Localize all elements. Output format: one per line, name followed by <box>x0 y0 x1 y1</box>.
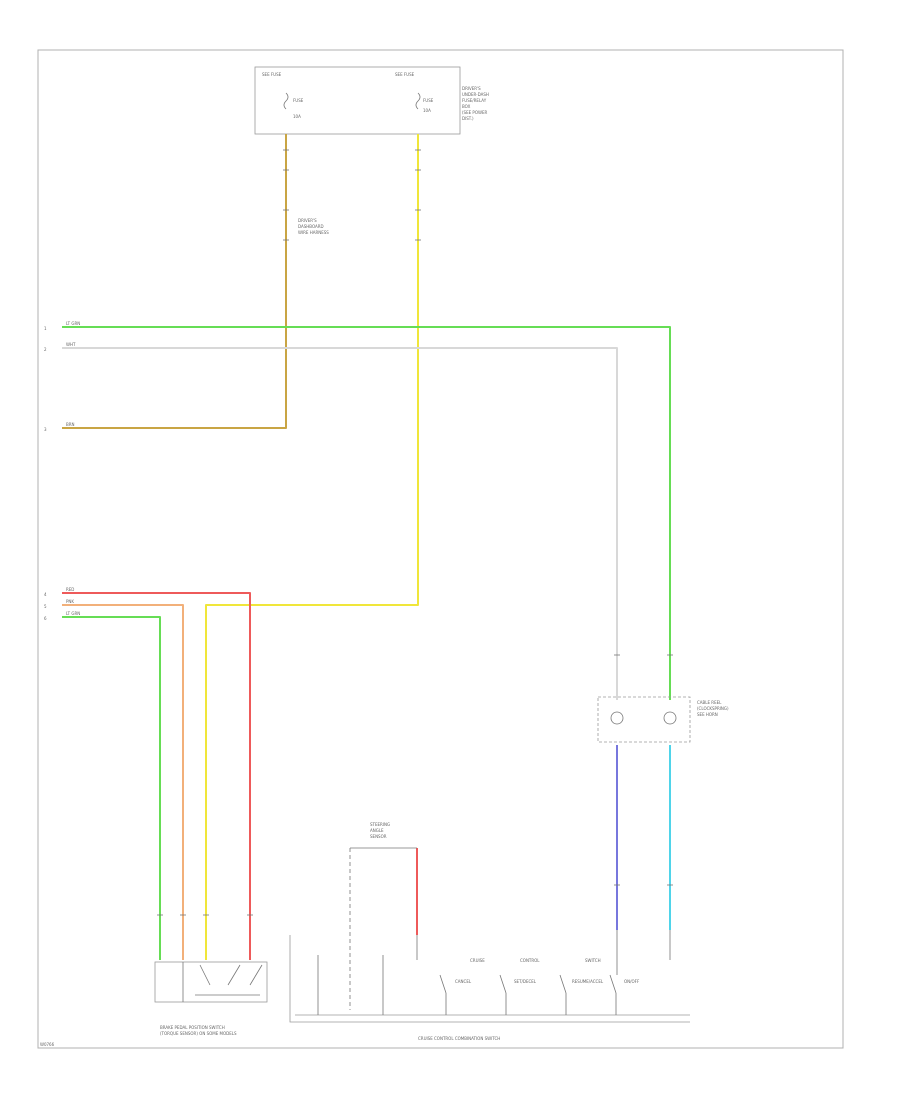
label-pnk: PNK <box>66 599 74 604</box>
yellow-wire <box>205 134 419 960</box>
svg-text:SET/DECEL: SET/DECEL <box>514 979 537 984</box>
label-brn: BRN <box>66 422 75 427</box>
steering-sensor-label: STEERING ANGLE SENSOR <box>370 822 390 839</box>
brake-switch-label: BRAKE PEDAL POSITION SWITCH (TORQUE SENS… <box>160 1025 237 1036</box>
left-fuse-symbol <box>283 92 289 110</box>
svg-text:4: 4 <box>44 592 47 597</box>
svg-text:STEERING: STEERING <box>370 822 390 827</box>
cable-reel-label: CABLE REEL (CLOCKSPRING) SEE HORN <box>697 700 729 717</box>
svg-text:BRAKE PEDAL POSITION SWITCH: BRAKE PEDAL POSITION SWITCH <box>160 1025 225 1030</box>
combination-switch-bracket <box>289 935 690 1023</box>
top-right-tag: SEE FUSE <box>395 72 415 77</box>
wire-connector-ticks <box>157 149 673 916</box>
svg-text:2: 2 <box>44 347 47 352</box>
svg-text:(TORQUE SENSOR) ON SOME MODELS: (TORQUE SENSOR) ON SOME MODELS <box>160 1031 237 1036</box>
cruise-switch-group-label: CRUISE CONTROL SWITCH <box>470 958 601 963</box>
right-fuse-pin: FUSE <box>423 98 434 103</box>
svg-text:ON/OFF: ON/OFF <box>624 979 640 984</box>
cable-reel-box <box>597 696 691 743</box>
top-left-tag: SEE FUSE <box>262 72 282 77</box>
svg-text:SEE HORN: SEE HORN <box>697 712 718 717</box>
switch-resume-accel: RESUME/ACCEL <box>559 974 604 1015</box>
fuse-box-side-label: DRIVER'S UNDER-DASH FUSE/RELAY BOX (SEE … <box>462 86 489 121</box>
svg-text:CABLE REEL: CABLE REEL <box>697 700 722 705</box>
svg-text:CONTROL: CONTROL <box>520 958 540 963</box>
label-lt-grn-bottom: LT GRN <box>66 611 80 616</box>
svg-text:DIST.): DIST.) <box>462 116 474 121</box>
svg-text:(SEE POWER: (SEE POWER <box>462 110 487 115</box>
left-terminals: 1 2 3 4 5 6 <box>44 326 47 621</box>
switch-set-decel: SET/DECEL <box>499 974 537 1015</box>
svg-text:6: 6 <box>44 616 47 621</box>
pink-wire <box>62 604 184 960</box>
svg-text:DASHBOARD: DASHBOARD <box>298 224 324 229</box>
label-lt-grn-top: LT GRN <box>66 321 80 326</box>
brake-switch-contacts <box>182 962 263 1002</box>
combination-switch-label: CRUISE CONTROL COMBINATION SWITCH <box>418 1036 500 1041</box>
svg-text:ANGLE: ANGLE <box>370 828 384 833</box>
splice-label: DRIVER'S DASHBOARD WIRE HARNESS <box>298 218 329 235</box>
svg-text:DRIVER'S: DRIVER'S <box>298 218 317 223</box>
brake-switch-box <box>154 961 268 1003</box>
svg-text:WIRE HARNESS: WIRE HARNESS <box>298 230 329 235</box>
switch-on-off: ON/OFF <box>609 974 640 1015</box>
svg-text:DRIVER'S: DRIVER'S <box>462 86 481 91</box>
white-wire <box>62 347 618 700</box>
red-wire <box>62 592 251 960</box>
svg-text:SWITCH: SWITCH <box>585 958 601 963</box>
cable-reel-terminal-b <box>663 711 677 725</box>
switch-cancel: CANCEL <box>439 974 472 1015</box>
brown-wire <box>62 134 287 429</box>
svg-text:BOX: BOX <box>462 104 471 109</box>
svg-text:CANCEL: CANCEL <box>455 979 472 984</box>
svg-text:1: 1 <box>44 326 47 331</box>
label-red: RED <box>66 587 74 592</box>
diagram-frame <box>37 49 844 1049</box>
cable-reel-terminal-a <box>610 711 624 725</box>
left-fuse-pin-sub: 10A <box>293 114 301 119</box>
fuse-relay-box <box>254 66 461 135</box>
label-wht: WHT <box>66 342 76 347</box>
svg-text:UNDER-DASH: UNDER-DASH <box>462 92 489 97</box>
footer-code: W0766 <box>40 1042 55 1047</box>
svg-text:3: 3 <box>44 427 47 432</box>
svg-text:CRUISE: CRUISE <box>470 958 485 963</box>
right-fuse-pin-sub: 10A <box>423 108 431 113</box>
svg-text:(CLOCKSPRING): (CLOCKSPRING) <box>697 706 729 711</box>
svg-text:FUSE/RELAY: FUSE/RELAY <box>462 98 487 103</box>
svg-text:RESUME/ACCEL: RESUME/ACCEL <box>572 979 604 984</box>
svg-text:SENSOR: SENSOR <box>370 834 387 839</box>
lt-green-top-wire <box>62 326 671 700</box>
left-fuse-pin: FUSE <box>293 98 304 103</box>
svg-text:5: 5 <box>44 604 47 609</box>
lt-green-bottom-wire <box>62 616 161 960</box>
combination-switch-leads <box>317 930 671 1015</box>
right-fuse-symbol <box>415 92 421 110</box>
